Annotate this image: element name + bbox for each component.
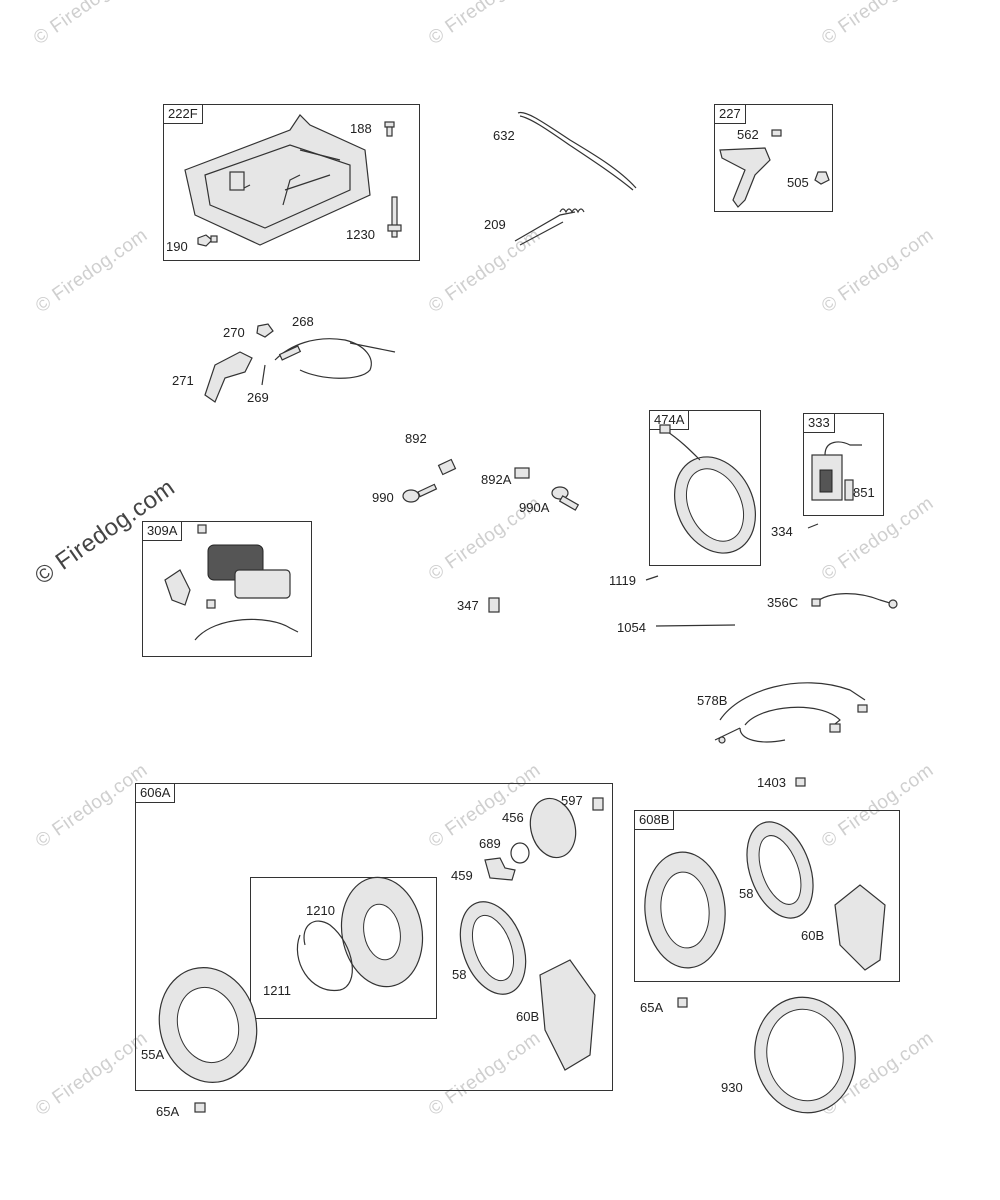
part-label: 459 [451, 868, 473, 883]
part-label: 190 [166, 239, 188, 254]
part-label: 60B [516, 1009, 540, 1024]
throttle-cable-drawing [204, 323, 396, 403]
group-box-333: 333 [803, 413, 884, 516]
alternator-474A-drawing [659, 424, 757, 554]
part-label: 892 [405, 431, 427, 446]
part-label: 456 [502, 810, 524, 825]
part-label: 58 [739, 886, 754, 901]
group-tag: 333 [803, 413, 835, 433]
part-label: 268 [292, 314, 314, 329]
part-label: 58 [452, 967, 467, 982]
part-label: 65A [640, 1000, 664, 1015]
part-label: 1230 [346, 227, 375, 242]
group-box-227: 227 [714, 104, 833, 212]
recoil-608B-drawing [644, 821, 886, 1114]
screw-334-drawing [807, 523, 819, 529]
group-tag: 474A [649, 410, 690, 430]
rectifier-333-drawing [811, 441, 862, 501]
bolt-188-drawing [384, 121, 395, 137]
bolt-190-drawing [197, 234, 218, 247]
group-box-309A: 309A [142, 521, 312, 657]
group-box-608B: 608B [634, 810, 900, 982]
stud-1230-drawing [387, 196, 402, 238]
part-label: 990A [519, 500, 550, 515]
recoil-606A-drawing [158, 797, 604, 1113]
part-label: 851 [853, 485, 875, 500]
group-box-606A: 606A [135, 783, 613, 1091]
part-label: 188 [350, 121, 372, 136]
electric-starter-309A-drawing [164, 524, 299, 641]
tie-1054-drawing [655, 624, 736, 627]
lever-227-drawing [719, 129, 830, 208]
part-label: 990 [372, 490, 394, 505]
part-label: 356C [767, 595, 799, 610]
part-label: 347 [457, 598, 479, 613]
part-label: 271 [172, 373, 194, 388]
switch-key-drawing [402, 458, 580, 613]
part-label: 65A [156, 1104, 180, 1119]
part-label: 892A [481, 472, 512, 487]
part-label: 578B [697, 693, 728, 708]
part-label: 505 [787, 175, 809, 190]
group-box-474A: 474A [649, 410, 761, 566]
cable-632-drawing [517, 111, 637, 189]
part-label: 1403 [757, 775, 786, 790]
harness-578B-drawing [714, 682, 868, 744]
part-label: 1211 [263, 983, 291, 998]
part-label: 930 [721, 1080, 743, 1095]
part-label: 1210 [306, 903, 335, 918]
screw-1119-drawing [645, 575, 659, 581]
sub-box-starter-pulley [250, 877, 437, 1019]
group-tag: 227 [714, 104, 746, 124]
part-label: 334 [771, 524, 793, 539]
part-label: 269 [247, 390, 269, 405]
group-tag: 309A [142, 521, 183, 541]
part-label: 1119 [609, 573, 636, 588]
group-box-222F: 222F [163, 104, 420, 261]
part-label: 562 [737, 127, 759, 142]
part-label: 209 [484, 217, 506, 232]
group-tag: 606A [135, 783, 176, 803]
spring-209-drawing [514, 208, 585, 246]
part-label: 60B [801, 928, 825, 943]
bolt-1403-drawing [795, 777, 806, 787]
group-tag: 608B [634, 810, 675, 830]
part-label: 632 [493, 128, 515, 143]
part-label: 55A [141, 1047, 165, 1062]
part-label: 270 [223, 325, 245, 340]
base-plate-drawing [184, 114, 371, 246]
wire-356C-drawing [811, 593, 898, 609]
part-label: 1054 [617, 620, 646, 635]
part-label: 597 [561, 793, 583, 808]
part-label: 689 [479, 836, 501, 851]
group-tag: 222F [163, 104, 203, 124]
